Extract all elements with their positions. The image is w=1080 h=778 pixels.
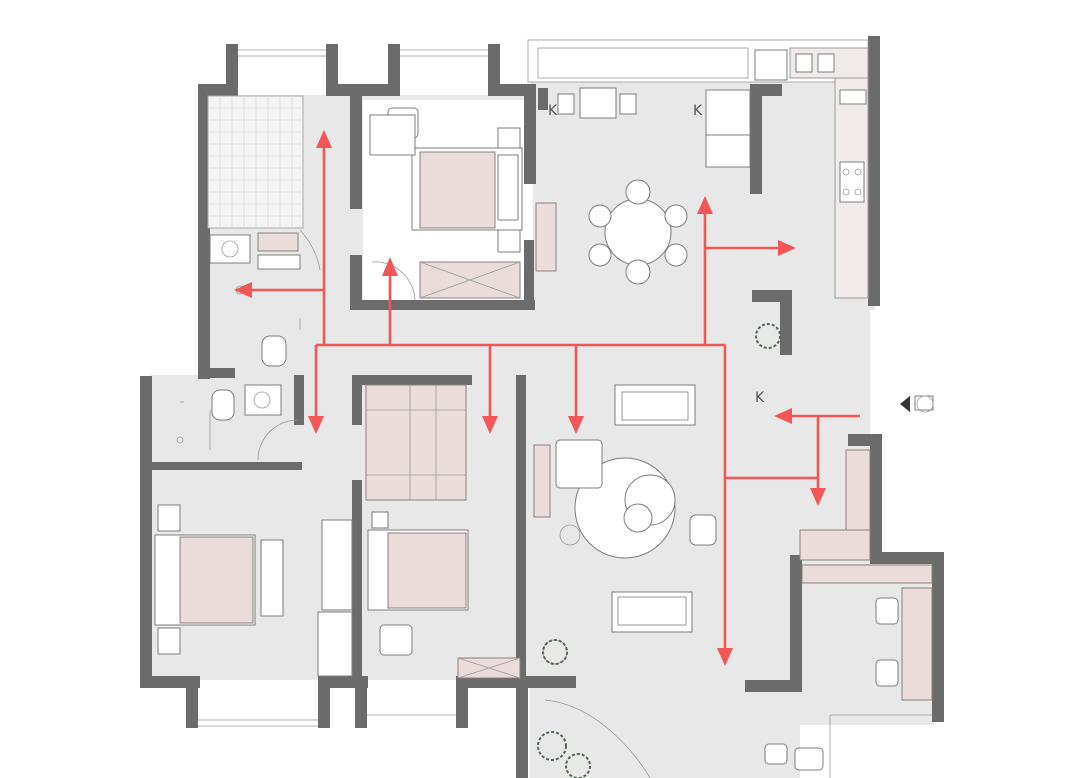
bathroom-fixtures-second (176, 384, 299, 461)
svg-text:K: K (693, 103, 703, 119)
top-bedroom-furniture (369, 107, 557, 301)
dining-set: K K (548, 87, 751, 285)
garden-edge (544, 699, 651, 778)
right-bedroom-furniture: K (755, 390, 934, 771)
living-furniture (533, 384, 717, 665)
svg-text:K: K (548, 103, 558, 119)
middle-bedroom-furniture (365, 384, 521, 679)
shower-area (207, 95, 304, 229)
svg-text:K: K (755, 390, 765, 406)
bathroom-fixtures-top (209, 229, 321, 367)
circulation-arrows (234, 130, 860, 666)
kitchen-counter (754, 47, 869, 299)
walls (140, 36, 944, 778)
plant-icons (537, 323, 781, 778)
left-bedroom-furniture (154, 504, 353, 677)
entrance-marker (900, 395, 934, 413)
